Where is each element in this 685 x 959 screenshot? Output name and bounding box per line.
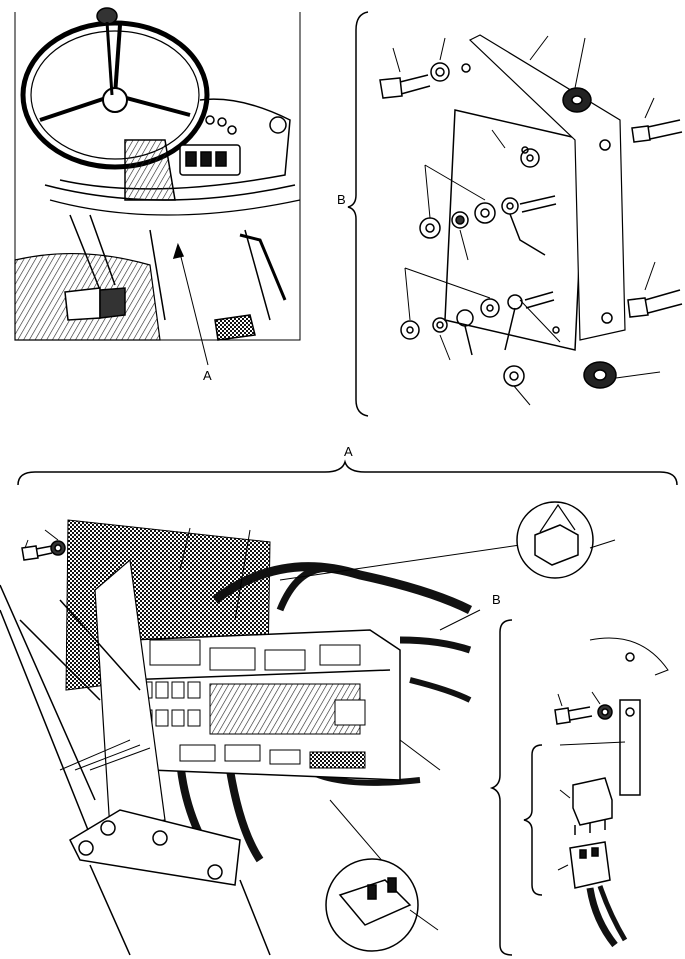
cab-dashboard-view [14, 7, 301, 366]
relay-connector [569, 841, 611, 889]
mounting-plate [444, 109, 586, 351]
bolt-right-lower [627, 289, 683, 318]
steering-knob [96, 7, 118, 25]
relay [572, 777, 613, 826]
bolt-right-upper [631, 119, 683, 143]
callout-a-bottom: A [344, 444, 353, 459]
callout-b-left: B [337, 192, 346, 207]
callout-a-top: A [203, 368, 212, 383]
relay-bracket [619, 699, 641, 796]
column-boot [124, 139, 176, 201]
bracket-exploded-view [347, 11, 683, 417]
relay-detail-view [489, 619, 669, 956]
bolt-top-left [379, 74, 431, 99]
callout-b-bottom: B [492, 592, 501, 607]
bottom-brace [17, 459, 678, 486]
steering-wheel [20, 20, 210, 170]
fuse-panel-view [0, 501, 616, 956]
